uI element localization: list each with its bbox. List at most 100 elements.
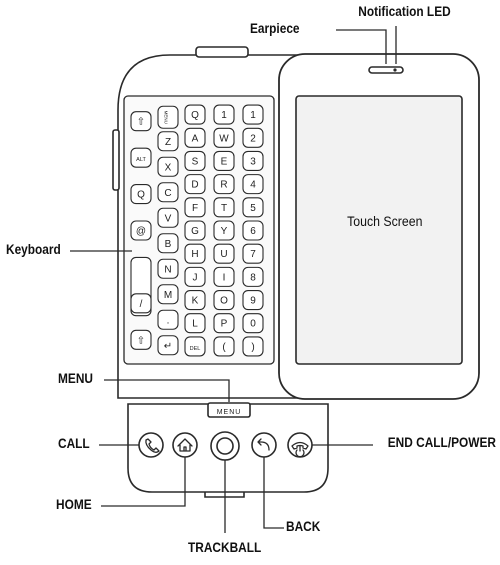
leader-back bbox=[263, 457, 284, 529]
key-3-2[interactable] bbox=[213, 150, 235, 172]
key-4-1[interactable] bbox=[242, 127, 264, 148]
key-label-1-3: C bbox=[164, 188, 171, 199]
key-2-6[interactable] bbox=[184, 243, 206, 264]
key-label-0-0: ⇧ bbox=[137, 117, 145, 128]
key-label-1-0: MENU bbox=[164, 111, 169, 124]
key-0-5[interactable] bbox=[130, 293, 152, 314]
key-3-3[interactable] bbox=[213, 174, 235, 195]
key-4-5[interactable] bbox=[242, 220, 264, 241]
key-label-1-1: Z bbox=[165, 137, 171, 148]
key-0-2[interactable] bbox=[130, 184, 152, 205]
key-label-3-5: Y bbox=[221, 226, 228, 237]
notification-led bbox=[393, 68, 397, 72]
leader-earpiece bbox=[336, 29, 387, 64]
key-label-2-2: S bbox=[192, 156, 199, 167]
key-label-1-7: M bbox=[164, 290, 172, 301]
key-4-6[interactable] bbox=[242, 243, 264, 264]
key-0-6[interactable] bbox=[130, 329, 152, 350]
key-3-8[interactable] bbox=[213, 289, 235, 311]
menu-key[interactable] bbox=[207, 402, 251, 418]
key-label-4-8: 9 bbox=[250, 296, 256, 307]
phone-icon bbox=[145, 438, 160, 453]
key-2-0[interactable] bbox=[184, 104, 206, 125]
key-4-3[interactable] bbox=[242, 174, 264, 195]
key-1-9[interactable] bbox=[157, 335, 179, 356]
key-label-0-3: @ bbox=[136, 226, 146, 237]
control-bar bbox=[127, 402, 329, 498]
label-earpiece: Earpiece bbox=[250, 21, 300, 36]
key-1-0[interactable] bbox=[157, 105, 179, 129]
key-0-0[interactable] bbox=[130, 111, 152, 132]
trackball-inner bbox=[216, 437, 234, 455]
leader-menu bbox=[104, 379, 230, 402]
touch-screen[interactable] bbox=[295, 95, 463, 365]
key-label-1-6: N bbox=[164, 264, 171, 275]
back-button[interactable] bbox=[251, 432, 277, 458]
top-slot bbox=[195, 46, 249, 58]
key-0-1[interactable] bbox=[130, 147, 152, 168]
key-label-3-4: T bbox=[221, 203, 227, 214]
key-1-8[interactable] bbox=[157, 309, 179, 330]
leader-lines bbox=[70, 26, 397, 533]
key-1-1[interactable] bbox=[157, 131, 179, 152]
label-menu: MENU bbox=[58, 371, 93, 386]
key-label-3-0: 1 bbox=[221, 110, 227, 121]
key-label-2-3: D bbox=[191, 180, 198, 191]
screen-half bbox=[278, 53, 480, 400]
key-2-8[interactable] bbox=[184, 289, 206, 311]
leader-home bbox=[101, 457, 186, 507]
key-label-3-1: W bbox=[219, 133, 229, 144]
key-2-1[interactable] bbox=[184, 127, 206, 148]
key-2-7[interactable] bbox=[184, 266, 206, 287]
end-call-icon bbox=[291, 441, 309, 450]
key-label-4-0: 1 bbox=[250, 110, 256, 121]
key-1-6[interactable] bbox=[157, 258, 179, 279]
key-4-0[interactable] bbox=[242, 104, 264, 125]
key-2-2[interactable] bbox=[184, 150, 206, 172]
key-label-1-8: . bbox=[167, 315, 170, 326]
key-4-7[interactable] bbox=[242, 266, 264, 287]
key-3-7[interactable] bbox=[213, 266, 235, 287]
key-1-4[interactable] bbox=[157, 207, 179, 228]
key-label-3-6: U bbox=[220, 249, 227, 260]
key-label-3-7: I bbox=[223, 272, 226, 283]
call-button[interactable] bbox=[138, 432, 164, 458]
key-1-2[interactable] bbox=[157, 156, 179, 177]
key-1-3[interactable] bbox=[157, 182, 179, 203]
key-3-4[interactable] bbox=[213, 197, 235, 218]
key-4-9[interactable] bbox=[242, 313, 264, 334]
key-0-3[interactable] bbox=[130, 220, 152, 241]
key-label-2-5: G bbox=[191, 226, 199, 237]
key-2-5[interactable] bbox=[184, 220, 206, 241]
key-2-9[interactable] bbox=[184, 313, 206, 334]
key-label-2-7: J bbox=[193, 272, 198, 283]
key-label-4-1: 2 bbox=[250, 133, 256, 144]
key-3-0[interactable] bbox=[213, 104, 235, 125]
key-4-8[interactable] bbox=[242, 289, 264, 311]
key-label-3-2: E bbox=[221, 156, 228, 167]
key-1-5[interactable] bbox=[157, 233, 179, 254]
key-4-2[interactable] bbox=[242, 150, 264, 172]
key-label-1-2: X bbox=[165, 162, 172, 173]
key-3-9[interactable] bbox=[213, 313, 235, 334]
key-3-5[interactable] bbox=[213, 220, 235, 241]
key-2-10[interactable] bbox=[184, 336, 206, 357]
key-2-4[interactable] bbox=[184, 197, 206, 218]
key-3-6[interactable] bbox=[213, 243, 235, 264]
key-label-0-5: / bbox=[140, 299, 143, 310]
key-1-7[interactable] bbox=[157, 284, 179, 305]
key-label-0-6: ⇧ bbox=[137, 335, 145, 346]
key-label-2-1: A bbox=[192, 133, 199, 144]
key-3-10[interactable] bbox=[213, 336, 235, 357]
side-button bbox=[112, 129, 120, 191]
home-button[interactable] bbox=[172, 432, 198, 458]
key-label-4-10: ) bbox=[251, 342, 254, 353]
key-3-1[interactable] bbox=[213, 127, 235, 148]
key-4-10[interactable] bbox=[242, 336, 264, 357]
key-2-3[interactable] bbox=[184, 174, 206, 195]
label-touch-screen: Touch Screen bbox=[347, 213, 423, 229]
key-label-4-4: 5 bbox=[250, 203, 256, 214]
label-notification-led: Notification LED bbox=[358, 4, 451, 19]
key-label-3-10: ( bbox=[222, 342, 226, 353]
key-4-4[interactable] bbox=[242, 197, 264, 218]
